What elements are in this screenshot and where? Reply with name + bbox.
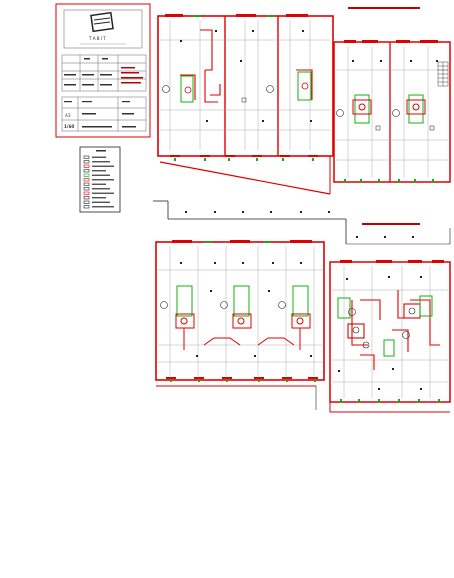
lower-plan-b <box>329 223 451 413</box>
legend-swatch <box>83 155 90 159</box>
legend-row-text <box>92 179 114 181</box>
legend-swatch <box>83 169 90 173</box>
legend-row-text <box>92 161 110 163</box>
legend-swatch <box>83 160 90 164</box>
logo-caption: T A B I T <box>88 36 106 41</box>
legend-swatch <box>83 187 90 191</box>
legend-row-text <box>92 206 114 208</box>
legend-box <box>79 146 121 213</box>
legend-row-text <box>92 174 110 176</box>
legend-row-text <box>92 188 110 190</box>
upper-plan-a <box>157 14 334 161</box>
legend-swatch <box>83 196 90 200</box>
equipment-panel <box>437 61 449 87</box>
legend-row-text <box>92 165 114 167</box>
upper-plan-b <box>159 7 451 195</box>
legend-swatch <box>83 191 90 195</box>
lower-plan-a <box>155 240 325 410</box>
legend-swatch <box>83 182 90 186</box>
company-logo: T A B I T <box>80 11 126 45</box>
legend-row-text <box>92 183 106 185</box>
title-block: T A B I T A3 1/60 <box>55 3 151 138</box>
legend-row-text <box>92 201 110 203</box>
legend-row-text <box>92 170 106 172</box>
section-divider <box>153 200 451 245</box>
legend-row-text <box>92 192 114 194</box>
sheet-scale: A3 <box>65 113 71 118</box>
legend-swatch <box>83 164 90 168</box>
sheet-number: 1/60 <box>64 124 74 129</box>
legend-swatch <box>83 205 90 209</box>
legend-row-text <box>92 197 106 199</box>
legend-swatch <box>83 200 90 204</box>
legend-swatch <box>83 178 90 182</box>
legend-row-text <box>92 156 106 158</box>
legend-swatch <box>83 173 90 177</box>
